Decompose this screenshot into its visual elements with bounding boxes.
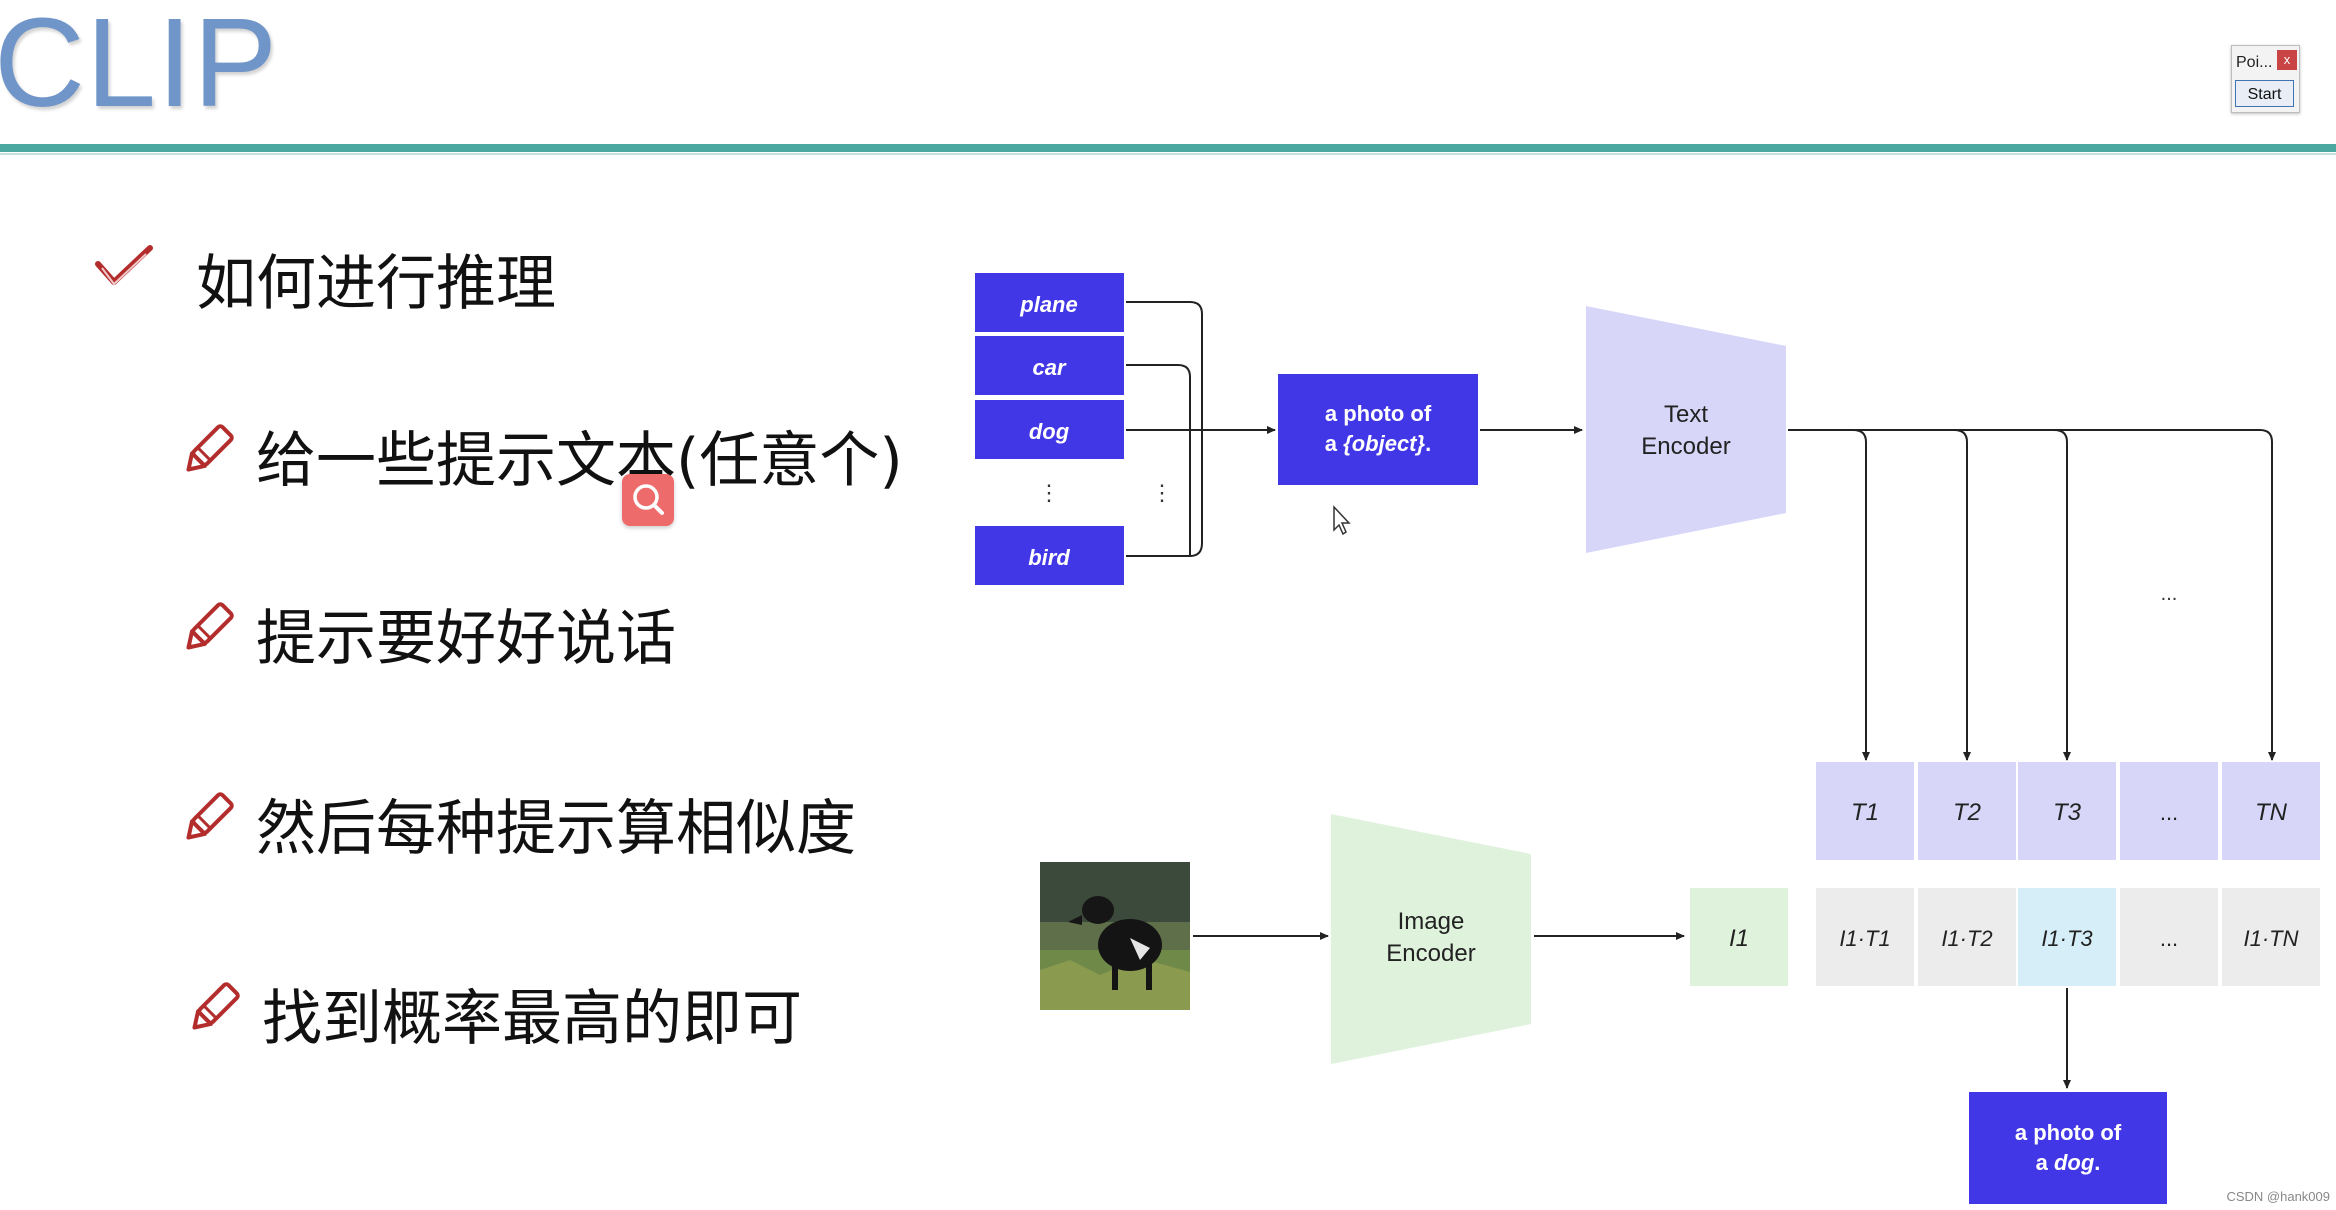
pencil-icon (192, 982, 240, 1030)
label-bird: bird (1028, 545, 1070, 570)
result-line2: a dog. (2036, 1150, 2101, 1175)
mouse-cursor-icon (1333, 505, 1351, 536)
similarity-1: I1·T1 (1839, 926, 1890, 951)
text-feature-2: T2 (1953, 799, 1981, 826)
slide-title: CLIP (0, 0, 279, 133)
similarity-ellipsis: ... (2160, 926, 2178, 951)
label-connectors (1126, 301, 1276, 557)
pencil-icon (186, 602, 234, 650)
text-feature-row: T1 T2 T3 ... TN (1816, 762, 2320, 860)
sub-point-4: 找到概率最高的即可 (262, 984, 802, 1054)
main-point: 如何进行推理 (196, 249, 556, 319)
labels-ellipsis: ⋮ (1038, 480, 1060, 505)
checkmark-icon (95, 245, 153, 286)
text-feature-ellipsis: ... (2160, 800, 2178, 825)
image-feature-label: I1 (1729, 925, 1749, 952)
pencil-icon (186, 424, 234, 472)
label-car: car (1032, 355, 1066, 380)
prompt-template-box: a photo of a {object}. (1278, 374, 1478, 485)
connector-ellipsis: ⋮ (1151, 480, 1173, 505)
similarity-n: I1·TN (2244, 926, 2299, 951)
text-feature-n: TN (2255, 799, 2288, 826)
prompt-template-line2: a {object}. (1325, 431, 1431, 456)
text-encoder: Text Encoder (1586, 306, 1786, 553)
columns-ellipsis: ... (2161, 583, 2178, 605)
result-line1: a photo of (2015, 1120, 2122, 1145)
result-box: a photo of a dog. (1969, 1092, 2167, 1204)
similarity-row: I1·T1 I1·T2 I1·T3 ... I1·TN (1816, 888, 2320, 986)
image-encoder: Image Encoder (1331, 814, 1531, 1064)
text-feature-connectors (1788, 429, 2276, 761)
watermark: CSDN @hank009 (2226, 1189, 2330, 1204)
pointer-widget: Poi... x Start (2231, 45, 2300, 113)
text-encoder-line2: Encoder (1641, 433, 1730, 460)
widget-start-button[interactable]: Start (2235, 80, 2294, 107)
search-icon[interactable] (622, 474, 674, 526)
title-divider-shadow (0, 153, 2336, 155)
label-box-plane: plane (975, 273, 1124, 332)
similarity-2: I1·T2 (1941, 926, 1992, 951)
title-divider (0, 144, 2336, 152)
widget-title: Poi... (2236, 54, 2273, 71)
label-box-bird: bird (975, 526, 1124, 585)
dog-photo (1040, 862, 1190, 1010)
sub-point-3: 然后每种提示算相似度 (256, 794, 856, 864)
magnifier-icon (633, 484, 664, 515)
text-encoder-line1: Text (1664, 401, 1708, 428)
text-feature-1: T1 (1851, 799, 1879, 826)
sub-point-1: 给一些提示文本(任意个) (256, 426, 903, 496)
label-dog: dog (1029, 419, 1070, 444)
widget-close-button[interactable]: x (2277, 50, 2297, 70)
sub-point-2: 提示要好好说话 (256, 604, 676, 674)
text-feature-3: T3 (2053, 799, 2082, 826)
image-feature: I1 (1690, 888, 1788, 986)
label-box-car: car (975, 336, 1124, 395)
prompt-template-line1: a photo of (1325, 401, 1432, 426)
highlighted-similarity-cell (2018, 888, 2116, 986)
label-plane: plane (1019, 292, 1077, 317)
image-encoder-line2: Encoder (1386, 940, 1475, 967)
pencil-icon (186, 792, 234, 840)
label-box-dog: dog (975, 400, 1124, 459)
image-encoder-line1: Image (1398, 908, 1465, 935)
similarity-3: I1·T3 (2041, 926, 2093, 951)
